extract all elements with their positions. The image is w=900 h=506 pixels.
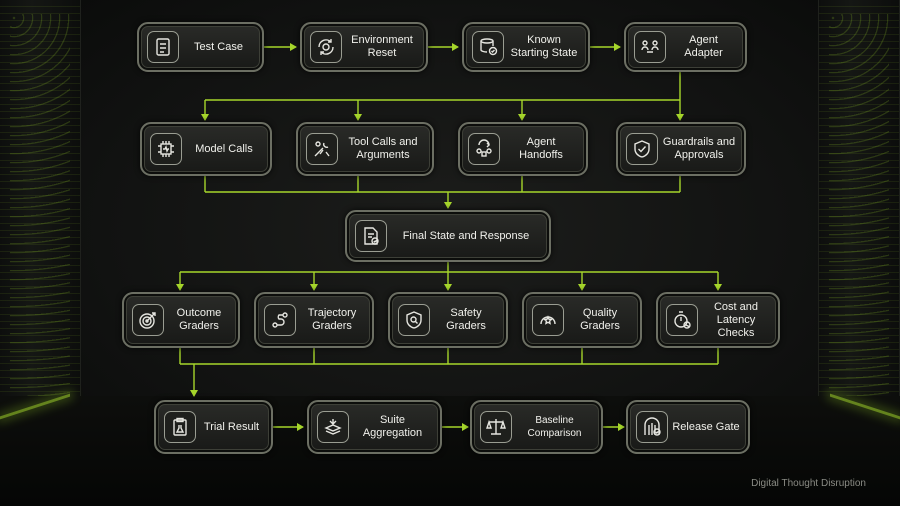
server-rack-left bbox=[0, 0, 81, 420]
node-model-calls: Model Calls bbox=[140, 122, 272, 176]
node-trial-result: Trial Result bbox=[154, 400, 273, 454]
node-known-starting-state: Known Starting State bbox=[462, 22, 590, 72]
refresh-gear-icon bbox=[310, 31, 342, 63]
node-outcome-graders: Outcome Graders bbox=[122, 292, 240, 348]
handoff-icon bbox=[468, 133, 500, 165]
floor bbox=[0, 396, 900, 506]
node-label: Environment Reset bbox=[351, 34, 413, 59]
node-cost-latency: Cost and Latency Checks bbox=[656, 292, 780, 348]
node-label: Release Gate bbox=[672, 420, 740, 433]
agents-connector-icon bbox=[634, 31, 666, 63]
node-agent-adapter: Agent Adapter bbox=[624, 22, 747, 72]
shield-check-icon bbox=[626, 133, 658, 165]
node-agent-handoffs: Agent Handoffs bbox=[458, 122, 588, 176]
node-tool-calls: Tool Calls and Arguments bbox=[296, 122, 434, 176]
gate-check-icon bbox=[636, 411, 668, 443]
database-check-icon bbox=[472, 31, 504, 63]
scale-icon bbox=[480, 411, 512, 443]
watermark: Digital Thought Disruption bbox=[751, 478, 866, 489]
shield-search-icon bbox=[398, 304, 430, 336]
bus-center-to-graders bbox=[180, 262, 718, 273]
node-label: Known Starting State bbox=[510, 34, 578, 59]
node-label: Safety Graders bbox=[446, 307, 486, 332]
layers-icon bbox=[317, 411, 349, 443]
node-label: Final State and Response bbox=[402, 229, 530, 242]
node-baseline-comparison: Baseline Comparison bbox=[470, 400, 603, 454]
node-label: Outcome Graders bbox=[176, 307, 222, 332]
node-suite-aggregation: Suite Aggregation bbox=[307, 400, 442, 454]
node-trajectory-graders: Trajectory Graders bbox=[254, 292, 374, 348]
node-label: Suite Aggregation bbox=[362, 414, 423, 439]
document-check-icon bbox=[355, 220, 387, 252]
node-release-gate: Release Gate bbox=[626, 400, 750, 454]
node-guardrails: Guardrails and Approvals bbox=[616, 122, 746, 176]
stopwatch-icon bbox=[666, 304, 698, 336]
node-label: Trajectory Graders bbox=[307, 307, 357, 332]
node-label: Model Calls bbox=[195, 142, 253, 155]
bus-adapter-to-row2 bbox=[205, 72, 681, 101]
node-label: Trial Result bbox=[203, 420, 260, 433]
node-label: Test Case bbox=[194, 40, 243, 53]
checklist-icon bbox=[147, 31, 179, 63]
clipboard-flask-icon bbox=[164, 411, 196, 443]
chip-icon bbox=[150, 133, 182, 165]
node-label: Guardrails and Approvals bbox=[662, 136, 736, 161]
node-environment-reset: Environment Reset bbox=[300, 22, 428, 72]
node-test-case: Test Case bbox=[137, 22, 264, 72]
target-icon bbox=[132, 304, 164, 336]
route-icon bbox=[264, 304, 296, 336]
node-quality-graders: Quality Graders bbox=[522, 292, 642, 348]
node-label: Baseline Comparison bbox=[527, 415, 582, 439]
node-label: Quality Graders bbox=[580, 307, 620, 332]
node-final-state: Final State and Response bbox=[345, 210, 551, 262]
gauge-star-icon bbox=[532, 304, 564, 336]
node-label: Agent Adapter bbox=[684, 34, 723, 59]
bus-row2-merge bbox=[204, 176, 681, 193]
bus-graders-merge bbox=[179, 348, 719, 365]
node-label: Agent Handoffs bbox=[519, 136, 563, 161]
node-label: Cost and Latency Checks bbox=[713, 300, 759, 339]
node-label: Tool Calls and Arguments bbox=[348, 136, 418, 161]
tools-icon bbox=[306, 133, 338, 165]
node-safety-graders: Safety Graders bbox=[388, 292, 508, 348]
